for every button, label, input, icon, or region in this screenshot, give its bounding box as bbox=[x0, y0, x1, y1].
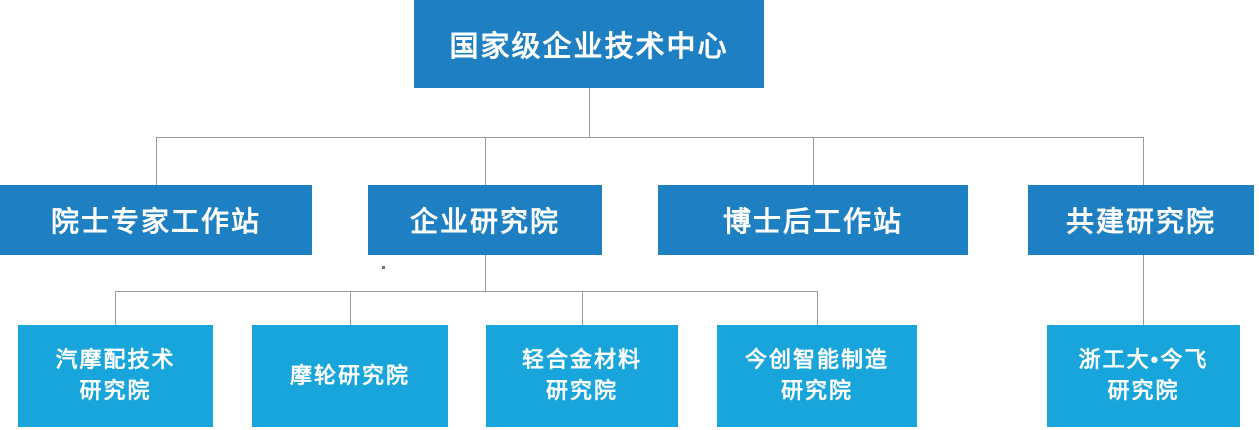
connector-joint-drop bbox=[1143, 255, 1144, 325]
connector-drop-lightalloy bbox=[582, 291, 583, 325]
org-node-light-alloy-materials-institute: 轻合金材料 研究院 bbox=[486, 325, 678, 427]
org-node-postdoctoral-workstation: 博士后工作站 bbox=[658, 185, 968, 255]
org-node-label-line1: 汽摩配技术 bbox=[55, 347, 176, 373]
stray-dot bbox=[382, 266, 385, 269]
org-node-enterprise-research-institute: 企业研究院 bbox=[368, 185, 602, 255]
org-node-label: 共建研究院 bbox=[1065, 206, 1216, 237]
org-node-auto-moto-parts-tech-institute: 汽摩配技术 研究院 bbox=[18, 325, 213, 427]
org-node-national-enterprise-tech-center: 国家级企业技术中心 bbox=[414, 0, 764, 88]
org-node-wheel-research-institute: 摩轮研究院 bbox=[252, 325, 448, 427]
org-node-label-line1: 今创智能制造 bbox=[744, 347, 889, 373]
connector-drop-automoto bbox=[115, 291, 116, 325]
connector-level2-rail bbox=[156, 137, 1144, 138]
org-node-academician-expert-workstation: 院士专家工作站 bbox=[0, 185, 312, 255]
connector-drop-jinchuang bbox=[817, 291, 818, 325]
connector-root-drop bbox=[589, 88, 590, 137]
org-node-label: 博士后工作站 bbox=[722, 206, 903, 237]
connector-enterprise-drop bbox=[485, 255, 486, 291]
org-node-joint-research-institute: 共建研究院 bbox=[1028, 185, 1254, 255]
org-node-label: 企业研究院 bbox=[409, 206, 560, 237]
org-node-label-line1: 摩轮研究院 bbox=[289, 362, 410, 388]
org-node-label-line2: 研究院 bbox=[1107, 378, 1180, 403]
org-node-jinchuang-intelligent-manufacturing-institute: 今创智能制造 研究院 bbox=[717, 325, 917, 427]
connector-level3-rail bbox=[115, 291, 818, 292]
org-node-label-line2: 研究院 bbox=[780, 378, 853, 403]
org-node-label-line2: 研究院 bbox=[79, 378, 152, 403]
org-node-label-line2: 研究院 bbox=[545, 378, 618, 403]
org-node-zjut-jinfei-institute: 浙工大•今飞 研究院 bbox=[1047, 325, 1240, 427]
connector-drop-postdoc bbox=[813, 137, 814, 185]
connector-drop-enterprise bbox=[485, 137, 486, 185]
org-node-label-line1: 浙工大•今飞 bbox=[1078, 347, 1209, 373]
org-node-label-line1: 轻合金材料 bbox=[521, 347, 642, 373]
org-node-label: 国家级企业技术中心 bbox=[449, 31, 729, 63]
org-node-label: 院士专家工作站 bbox=[50, 206, 261, 237]
connector-drop-joint bbox=[1143, 137, 1144, 185]
connector-drop-wheel bbox=[350, 291, 351, 325]
connector-drop-academician bbox=[156, 137, 157, 185]
